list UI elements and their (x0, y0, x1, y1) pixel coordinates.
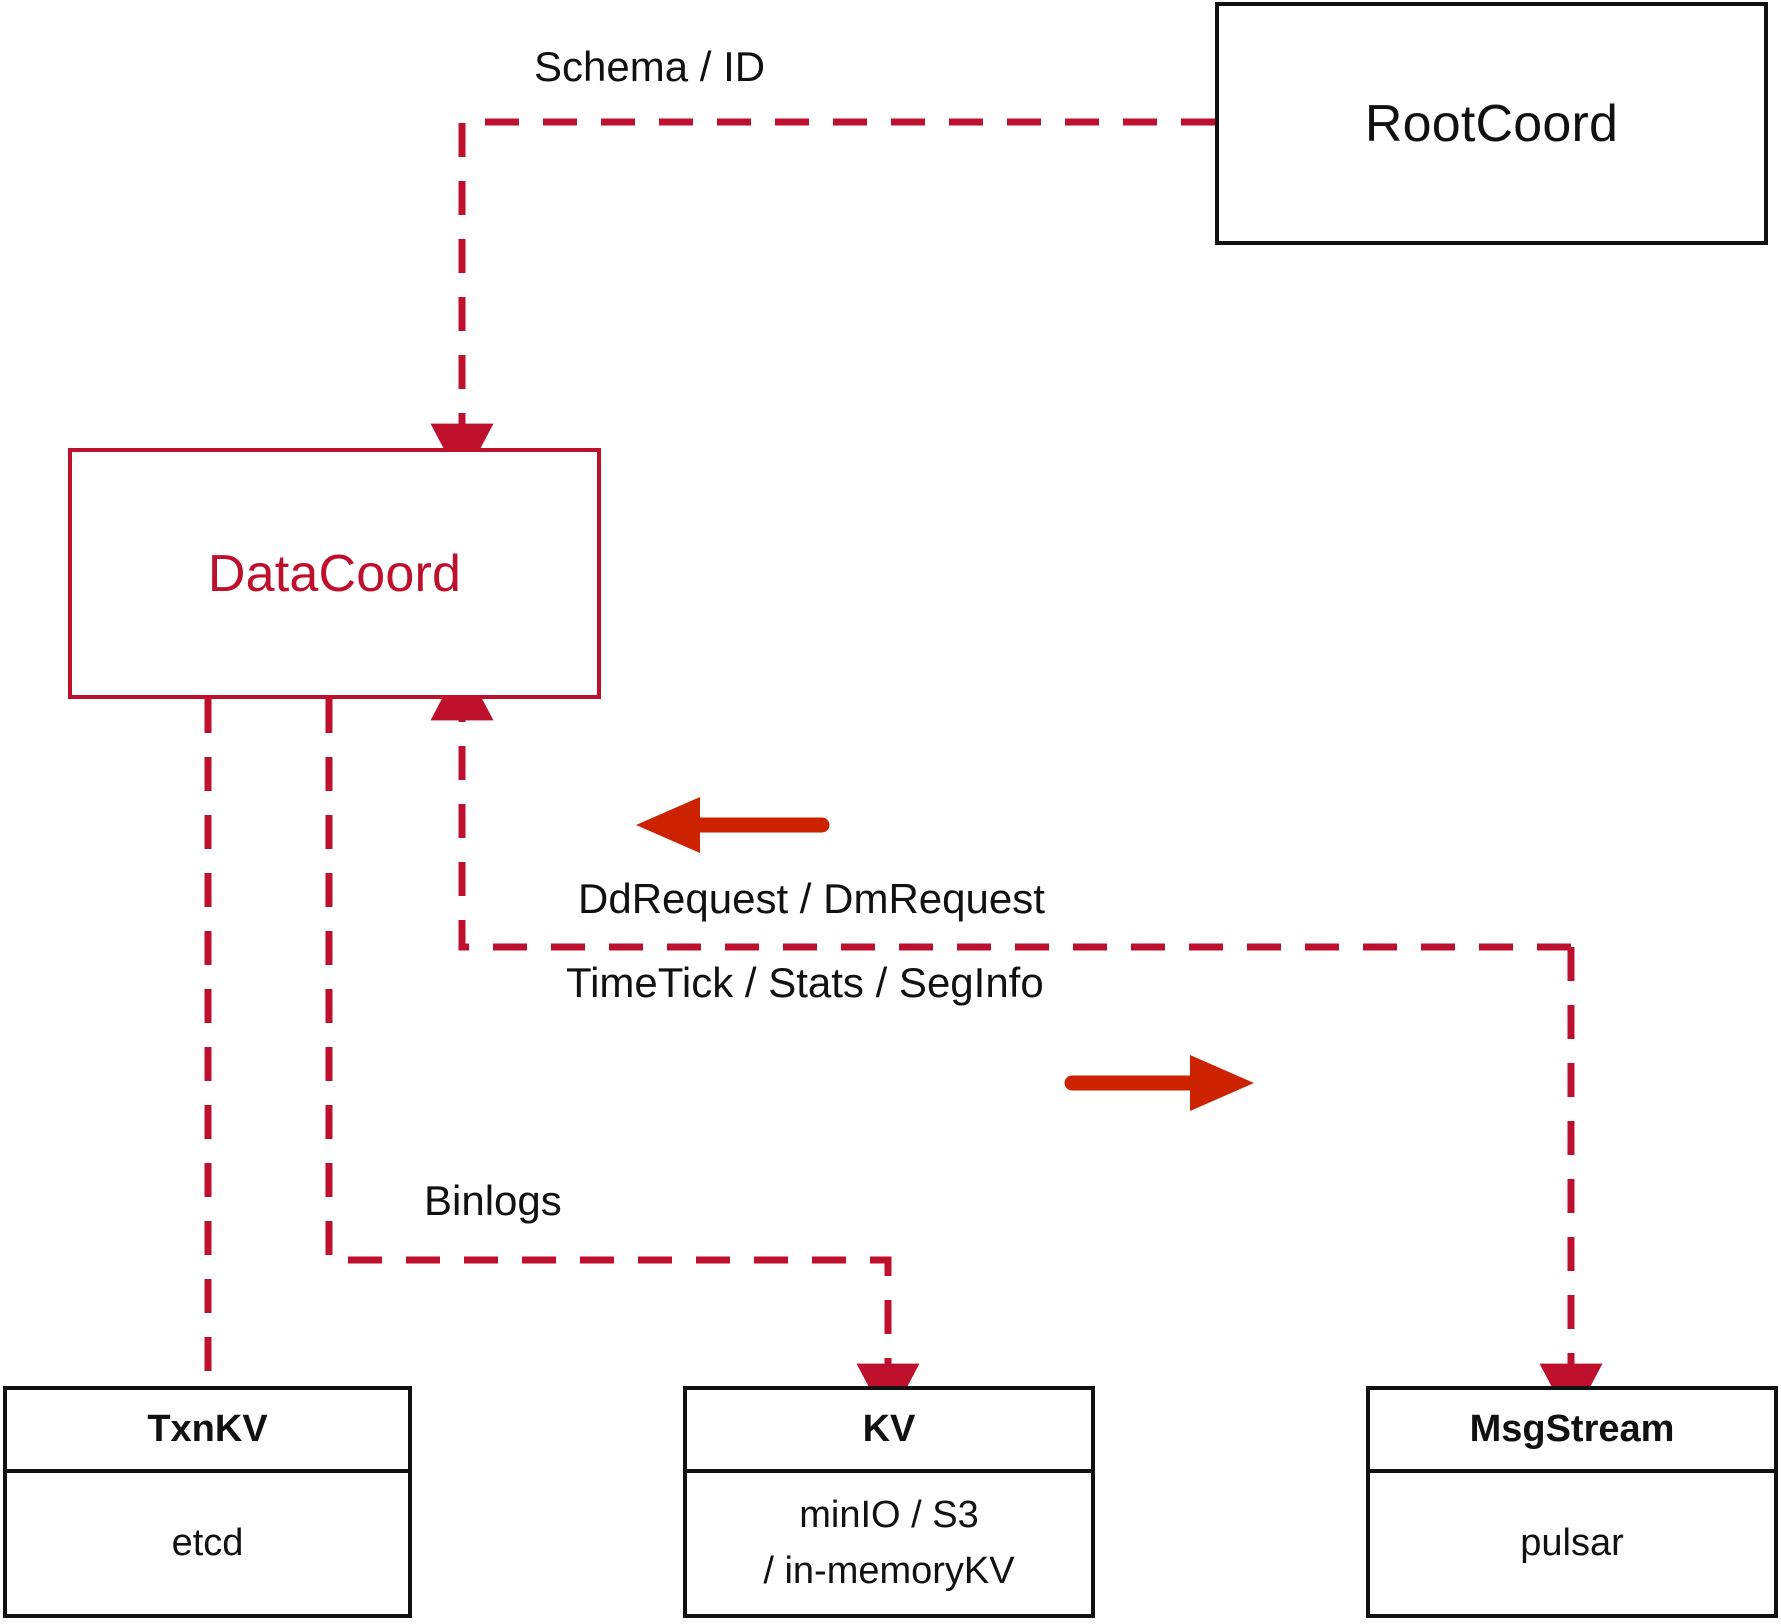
node-rootcoord-label: RootCoord (1364, 94, 1619, 153)
node-txnkv-body-line-1: etcd (171, 1521, 244, 1564)
node-kv-body-line-2: / in-memoryKV (763, 1549, 1015, 1592)
node-txnkv-body: etcd (7, 1473, 408, 1614)
node-rootcoord[interactable]: RootCoord (1215, 2, 1768, 245)
node-msgstream[interactable]: MsgStream pulsar (1366, 1386, 1778, 1618)
node-datacoord[interactable]: DataCoord (68, 448, 601, 699)
edge-label-binlogs: Binlogs (424, 1177, 562, 1224)
node-kv-body-line-1: minIO / S3 (799, 1494, 979, 1537)
edge-label-timetick-stats-seginfo: TimeTick / Stats / SegInfo (566, 959, 1044, 1006)
node-kv-title: KV (687, 1390, 1091, 1473)
node-kv-body: minIO / S3 / in-memoryKV (687, 1473, 1091, 1614)
node-msgstream-body: pulsar (1370, 1473, 1774, 1614)
edge-label-schema-id: Schema / ID (534, 43, 766, 90)
node-txnkv-title: TxnKV (7, 1390, 408, 1473)
edge-datacoord-to-kv (325, 699, 920, 1424)
node-msgstream-title: MsgStream (1370, 1390, 1774, 1473)
edge-rootcoord-to-datacoord (430, 118, 1215, 484)
edge-label-dd-dm-request: DdRequest / DmRequest (578, 875, 1045, 922)
node-datacoord-label: DataCoord (207, 544, 462, 603)
node-txnkv[interactable]: TxnKV etcd (3, 1386, 412, 1618)
inbound-flow-arrow (636, 797, 830, 853)
node-msgstream-body-line-1: pulsar (1520, 1521, 1624, 1564)
node-kv[interactable]: KV minIO / S3 / in-memoryKV (683, 1386, 1095, 1618)
outbound-flow-arrow (1064, 1055, 1254, 1111)
